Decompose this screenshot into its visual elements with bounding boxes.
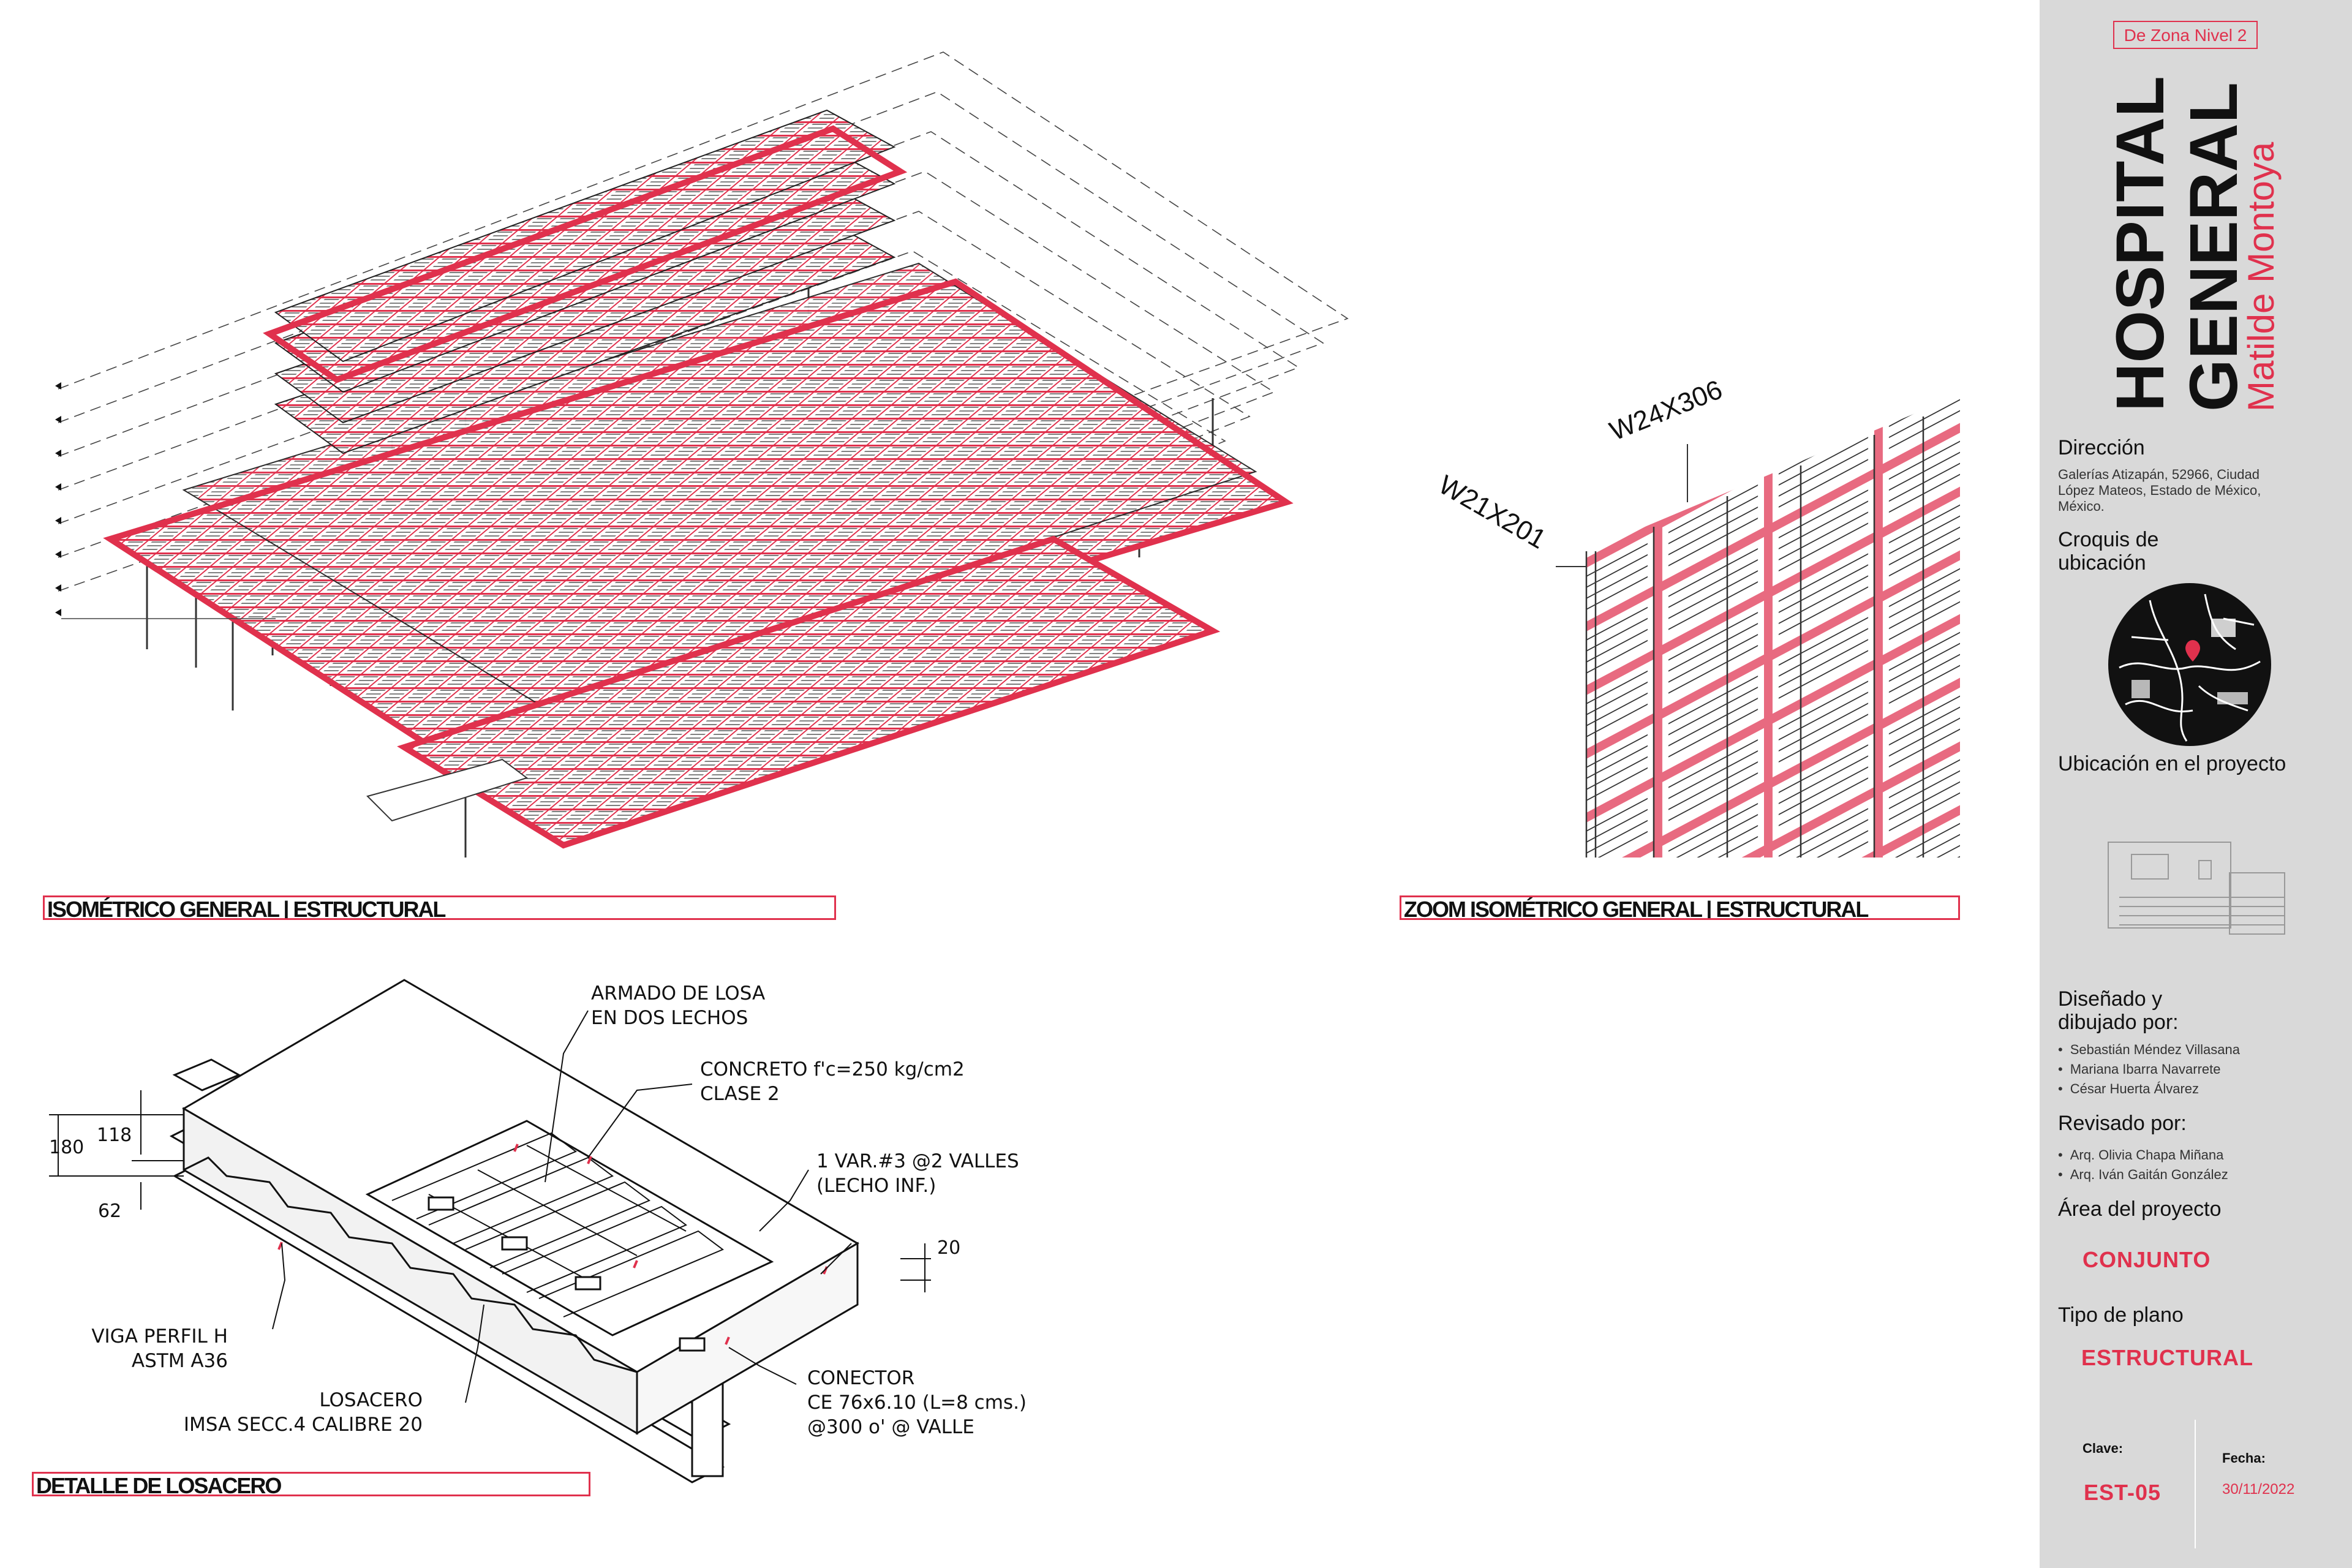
note-conector: CONECTOR CE 76x6.10 (L=8 cms.) @300 o' @… xyxy=(807,1367,1027,1438)
key-value: EST-05 xyxy=(2084,1480,2162,1505)
note-armado: ARMADO DE LOSA EN DOS LECHOS xyxy=(591,982,766,1029)
concrete-slab-side xyxy=(636,1242,859,1435)
location-map xyxy=(2108,583,2271,746)
dimension-lines xyxy=(49,1090,931,1292)
shear-connectors xyxy=(428,1196,706,1352)
drawing-sheet xyxy=(49,51,1960,1483)
date-value: 30/11/2022 xyxy=(2222,1481,2295,1498)
direction-text: Galerías Atizapán, 52966, Ciudad López M… xyxy=(2058,467,2261,514)
location-sketch-heading: Croquis de ubicación xyxy=(2058,528,2159,575)
zoom-view-title: ZOOM ISOMÉTRICO GENERAL | ESTRUCTURAL xyxy=(1400,895,1960,920)
direction-heading: Dirección xyxy=(2058,436,2145,459)
reviewed-by-heading: Revisado por: xyxy=(2058,1112,2187,1135)
note-var: 1 VAR.#3 @2 VALLES (LECHO INF.) xyxy=(816,1150,1019,1197)
plan-type-value: ESTRUCTURAL xyxy=(2081,1345,2253,1370)
dim-right: 20 xyxy=(937,1237,961,1259)
detail-leaders xyxy=(272,1010,852,1403)
project-subtitle: Matilde Montoya xyxy=(2241,141,2282,412)
date-label: Fecha: xyxy=(2222,1450,2266,1466)
note-viga: VIGA PERFIL H ASTM A36 xyxy=(91,1325,228,1372)
project-location-plan xyxy=(2108,842,2285,935)
dim-top: 118 xyxy=(97,1125,132,1146)
key-date-divider xyxy=(2195,1420,2196,1548)
level-markers xyxy=(55,382,61,616)
zoom-isometric xyxy=(1556,394,1960,858)
detail-view-title: DETALLE DE LOSACERO xyxy=(32,1472,590,1496)
project-title-line2: GENERAL xyxy=(2176,82,2252,412)
area-value: CONJUNTO xyxy=(2082,1247,2211,1272)
designer-name: Mariana Ibarra Navarrete xyxy=(2058,1060,2240,1079)
designed-by-heading: Diseñado y dibujado por: xyxy=(2058,987,2179,1034)
designer-name: César Huerta Álvarez xyxy=(2058,1079,2240,1099)
key-label: Clave: xyxy=(2082,1441,2124,1456)
reviewed-by-list: Arq. Olivia Chapa Miñana Arq. Iván Gaitá… xyxy=(2058,1145,2228,1185)
note-concreto: CONCRETO f'c=250 kg/cm2 CLASE 2 xyxy=(700,1058,965,1105)
title-block-sidebar: De Zona Nivel 2 HOSPITAL GENERAL Matilde… xyxy=(2040,0,2352,1568)
isometric-view-title: ISOMÉTRICO GENERAL | ESTRUCTURAL xyxy=(43,895,836,920)
designer-name: Sebastián Méndez Villasana xyxy=(2058,1040,2240,1060)
dim-bottom: 62 xyxy=(98,1200,122,1222)
project-location-heading: Ubicación en el proyecto xyxy=(2058,752,2286,775)
steel-deck xyxy=(183,1156,638,1373)
reviewer-name: Arq. Olivia Chapa Miñana xyxy=(2058,1145,2228,1165)
reviewer-name: Arq. Iván Gaitán González xyxy=(2058,1165,2228,1185)
area-heading: Área del proyecto xyxy=(2058,1197,2222,1221)
project-title-line1: HOSPITAL xyxy=(2103,76,2178,412)
losacero-detail xyxy=(49,979,931,1483)
designed-by-list: Sebastián Méndez Villasana Mariana Ibarr… xyxy=(2058,1040,2240,1099)
floor-slabs xyxy=(103,109,1294,849)
dim-total: 180 xyxy=(49,1137,85,1158)
note-losacero: LOSACERO IMSA SECC.4 CALIBRE 20 xyxy=(183,1389,423,1436)
plan-type-heading: Tipo de plano xyxy=(2058,1303,2184,1327)
isometric-structure xyxy=(55,51,1349,858)
zone-tag: De Zona Nivel 2 xyxy=(2113,21,2258,49)
access-ramp xyxy=(366,758,529,822)
